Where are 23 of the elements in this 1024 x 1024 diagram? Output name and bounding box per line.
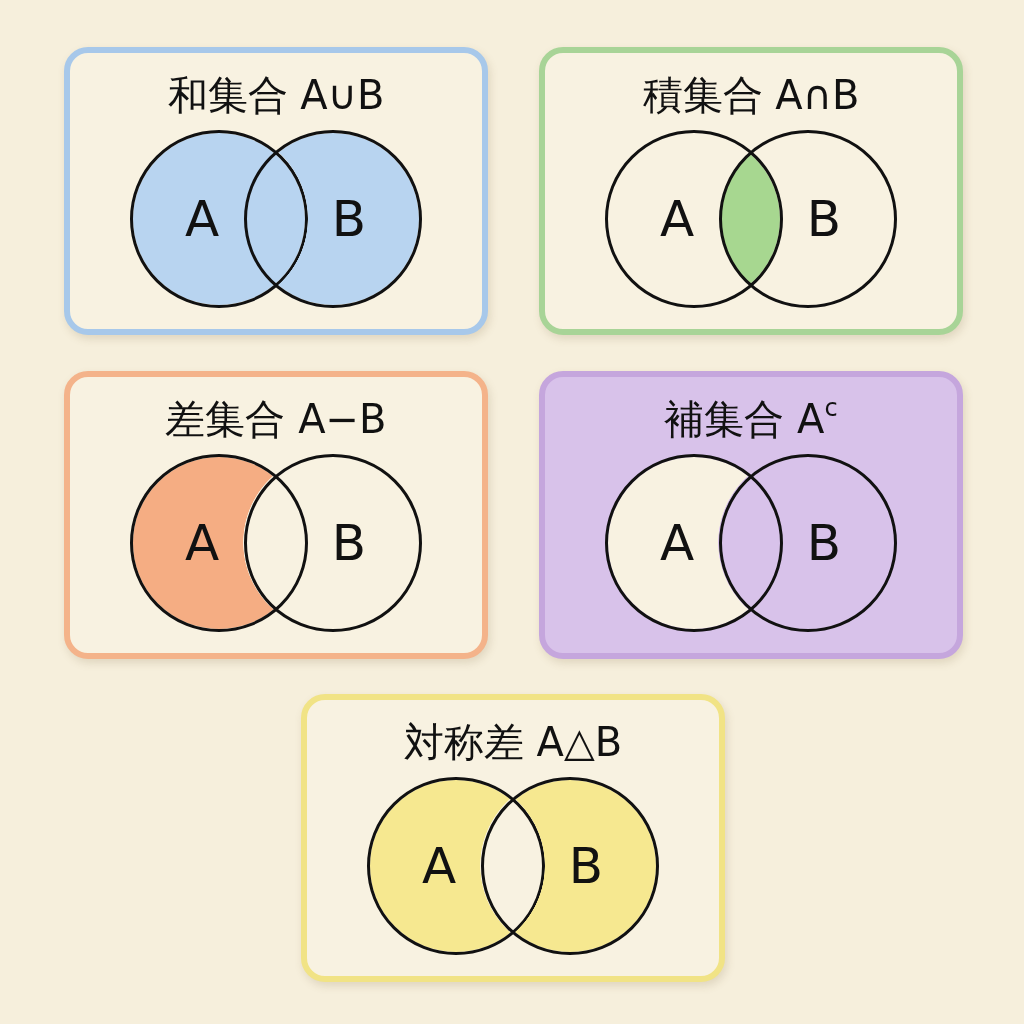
venn-card bbox=[301, 694, 725, 982]
card-title: 積集合 A∩B bbox=[642, 71, 860, 119]
set-label: A bbox=[184, 194, 220, 244]
venn-card bbox=[64, 47, 488, 335]
set-circle bbox=[719, 130, 897, 308]
set-label: B bbox=[806, 518, 842, 568]
set-label: B bbox=[331, 518, 367, 568]
set-circle bbox=[719, 454, 897, 632]
set-label: B bbox=[568, 841, 604, 891]
card-title: 和集合 A∪B bbox=[167, 71, 385, 119]
set-label: A bbox=[184, 518, 220, 568]
card-title: 補集合 A$^{c}$ bbox=[664, 395, 838, 443]
venn-card bbox=[539, 371, 963, 659]
set-label: A bbox=[659, 518, 695, 568]
venn-card bbox=[539, 47, 963, 335]
venn-card bbox=[64, 371, 488, 659]
set-circle bbox=[244, 454, 422, 632]
card-title: 対称差 A△B bbox=[403, 718, 623, 766]
card-title: 差集合 A−B bbox=[165, 395, 387, 443]
set-label: A bbox=[659, 194, 695, 244]
set-label: B bbox=[331, 194, 367, 244]
set-label: B bbox=[806, 194, 842, 244]
set-label: A bbox=[421, 841, 457, 891]
